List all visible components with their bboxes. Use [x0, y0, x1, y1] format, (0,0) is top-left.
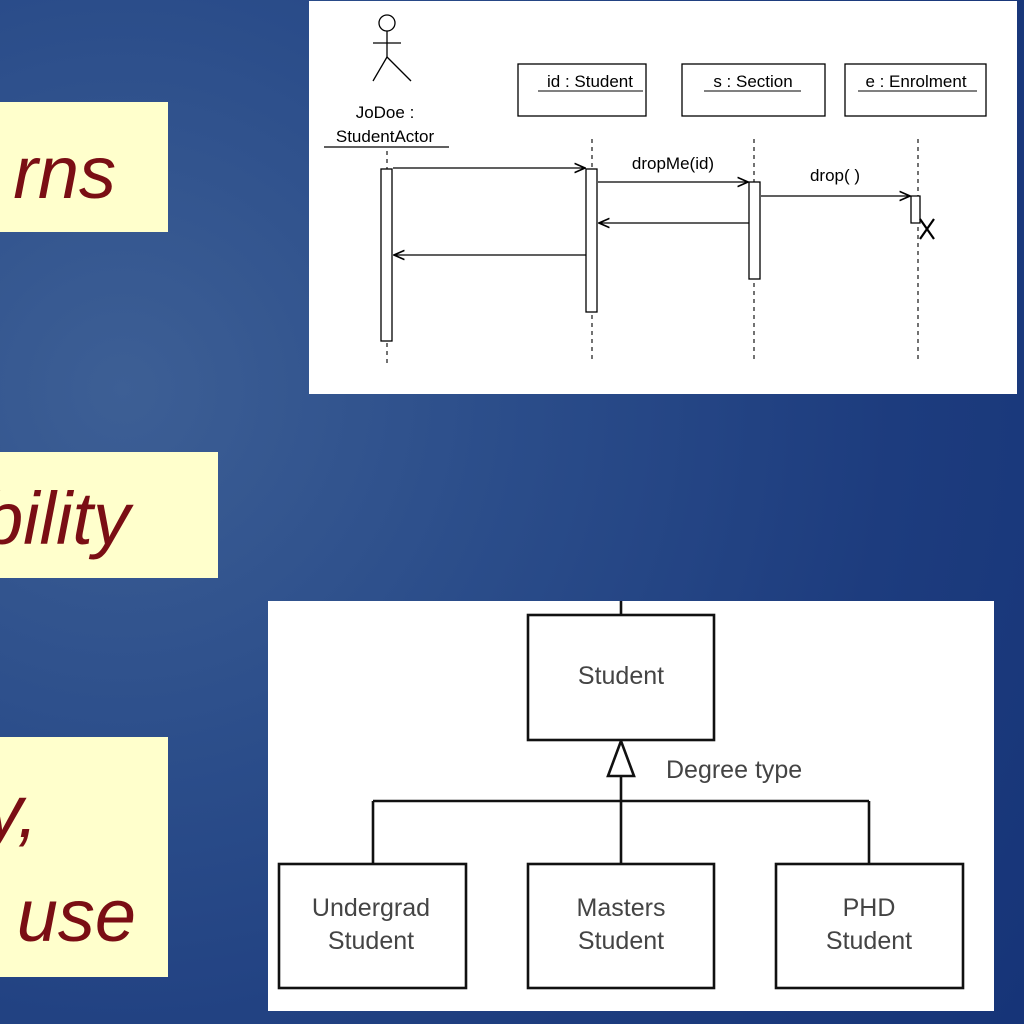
bullet-text-3-line2: use: [16, 874, 136, 957]
child-label-undergrad-line2: Student: [328, 927, 414, 955]
generalization-arrow-icon: [606, 737, 636, 778]
child-class-box-undergrad: [277, 862, 468, 990]
bullet-box-3: y, use: [0, 737, 168, 977]
child-label-phd-line1: PHD: [843, 894, 896, 922]
activation-enrolment: [910, 195, 921, 224]
object-box-section: [681, 63, 826, 117]
activation-section: [748, 181, 761, 280]
sequence-diagram: JoDoe : StudentActor id : Student s : Se…: [309, 1, 1017, 394]
child-label-undergrad-line1: Undergrad: [312, 894, 430, 922]
child-class-box-masters: [526, 862, 716, 990]
sequence-diagram-svg: JoDoe : StudentActor id : Student s : Se…: [324, 14, 987, 363]
bullet-text-2: bility: [0, 477, 130, 560]
destroy-x-icon: [919, 218, 935, 240]
activation-student: [585, 168, 598, 313]
activation-actor: [380, 168, 393, 342]
bullet-box-1: rns: [0, 102, 168, 232]
bullet-text-1: rns: [13, 131, 116, 214]
child-label-masters-line2: Student: [578, 927, 664, 955]
child-label-phd-line2: Student: [826, 927, 912, 955]
generalization-diagram-svg: Student Degree type Undergrad Student Ma…: [277, 601, 965, 990]
bullet-text-3-line1: y,: [0, 770, 38, 853]
actor-icon: [372, 14, 412, 82]
bullet-box-2: bility: [0, 452, 218, 578]
actor-class: StudentActor: [336, 127, 435, 146]
object-label-section: s : Section: [713, 72, 792, 91]
message-label-dropme: dropMe(id): [632, 154, 714, 173]
parent-class-box: [526, 613, 716, 742]
message-label-drop: drop( ): [810, 166, 860, 185]
generalization-diagram: Student Degree type Undergrad Student Ma…: [268, 601, 994, 1011]
object-box-enrolment: [844, 63, 987, 117]
child-class-box-phd: [774, 862, 965, 990]
object-label-student: id : Student: [547, 72, 633, 91]
child-label-masters-line1: Masters: [577, 894, 666, 922]
parent-class-label: Student: [578, 662, 664, 690]
actor-name: JoDoe :: [356, 103, 415, 122]
discriminator-label: Degree type: [666, 756, 802, 784]
object-box-student: [517, 63, 647, 117]
object-label-enrolment: e : Enrolment: [865, 72, 966, 91]
